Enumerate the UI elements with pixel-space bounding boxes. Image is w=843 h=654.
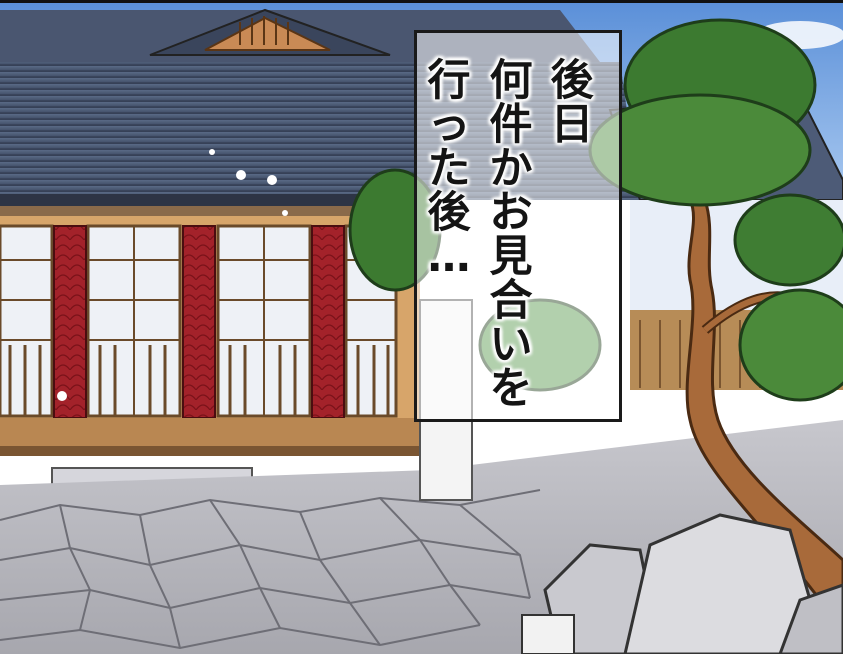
caption-char: 何: [489, 56, 533, 106]
caption-char: 後: [550, 56, 594, 106]
caption-box: 後日 何件かお見合いを 行った後…: [414, 30, 622, 422]
caption-char: た: [427, 144, 471, 194]
caption-char: 後: [427, 188, 471, 238]
caption-char: か: [489, 144, 533, 194]
caption-char: お: [489, 188, 533, 238]
caption-char: 日: [550, 100, 594, 150]
caption-char: い: [489, 320, 533, 370]
caption-line-3: 行った後…: [419, 59, 479, 279]
caption-char: 合: [489, 276, 533, 326]
red-panels: [53, 225, 345, 419]
lantern-cap: [521, 614, 575, 654]
caption-line-1: 後日: [542, 59, 602, 147]
caption-char: 行: [427, 56, 471, 106]
caption-char: っ: [427, 100, 471, 150]
caption-char: 件: [489, 100, 533, 150]
eave: [0, 194, 420, 208]
caption-char: 見: [489, 232, 533, 282]
garden-rocks: [543, 513, 843, 654]
caption-line-2: 何件かお見合いを: [481, 59, 541, 411]
caption-char: …: [427, 232, 471, 282]
caption-char: を: [489, 364, 533, 414]
